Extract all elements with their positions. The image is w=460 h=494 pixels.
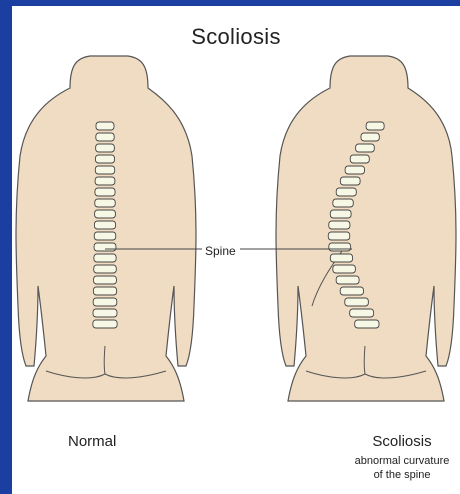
normal-label: Normal: [68, 433, 116, 450]
scoliosis-vertebra: [329, 243, 351, 251]
spine-label: Spine: [205, 244, 236, 258]
scoliosis-back-silhouette: [276, 56, 456, 401]
normal-vertebra: [96, 144, 115, 152]
normal-vertebra: [95, 166, 114, 174]
normal-vertebra: [94, 265, 117, 273]
normal-vertebra: [93, 320, 117, 328]
scoliosis-vertebra: [366, 122, 384, 130]
scoliosis-vertebra: [345, 298, 369, 306]
scoliosis-vertebra: [355, 320, 379, 328]
normal-vertebra: [95, 199, 115, 207]
scoliosis-vertebra: [329, 221, 350, 229]
diagram-title: Scoliosis: [12, 24, 460, 50]
scoliosis-label: Scoliosis: [327, 433, 460, 450]
diagram-artwork: [12, 6, 460, 494]
scoliosis-vertebra: [333, 265, 356, 273]
normal-vertebra: [96, 122, 114, 130]
scoliosis-caption-line2: of the spine: [327, 469, 460, 481]
scoliosis-vertebra: [340, 177, 360, 185]
scoliosis-vertebra: [336, 276, 359, 284]
normal-vertebra: [95, 155, 114, 163]
scoliosis-vertebra: [361, 133, 379, 141]
normal-vertebra: [94, 276, 117, 284]
diagram-panel: Scoliosis Spine Normal Scoliosis abnorma…: [12, 6, 460, 494]
normal-vertebra: [94, 254, 116, 262]
normal-vertebra: [93, 298, 117, 306]
normal-vertebra: [95, 177, 115, 185]
normal-vertebra: [96, 133, 114, 141]
scoliosis-caption-line1: abnormal curvature: [327, 455, 460, 467]
scoliosis-vertebra: [350, 309, 374, 317]
scoliosis-vertebra: [345, 166, 364, 174]
scoliosis-vertebra: [328, 232, 350, 240]
scoliosis-vertebra: [330, 210, 351, 218]
normal-vertebra: [95, 210, 116, 218]
scoliosis-vertebra: [333, 199, 353, 207]
scoliosis-vertebra: [350, 155, 369, 163]
scoliosis-vertebra: [330, 254, 352, 262]
normal-vertebra: [93, 309, 117, 317]
scoliosis-vertebra: [340, 287, 363, 295]
normal-vertebra: [94, 232, 116, 240]
scoliosis-vertebra: [356, 144, 375, 152]
normal-vertebra: [93, 287, 116, 295]
normal-vertebra: [94, 243, 116, 251]
scoliosis-vertebra: [336, 188, 356, 196]
normal-vertebra: [95, 188, 115, 196]
normal-vertebra: [94, 221, 115, 229]
